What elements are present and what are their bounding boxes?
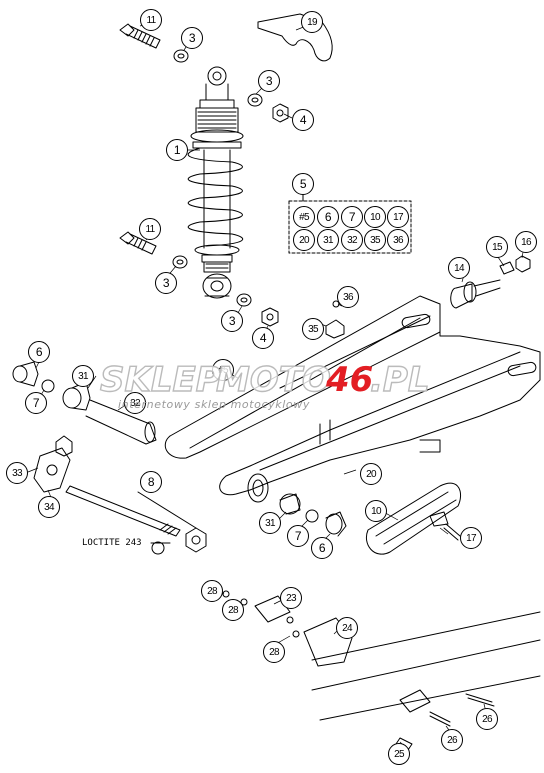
callout-16: 16 xyxy=(515,231,537,253)
callout-19: 19 xyxy=(301,11,323,33)
callout-28-c: 28 xyxy=(263,641,285,663)
callout-3-a: 3 xyxy=(181,27,203,49)
callout-15: 15 xyxy=(486,236,508,258)
kit-item-10: 36 xyxy=(387,229,409,251)
callout-5-hash: #5 xyxy=(212,359,234,381)
callout-8: 8 xyxy=(140,471,162,493)
watermark-brand-c: 46 xyxy=(326,360,374,400)
callout-3-d: 3 xyxy=(221,310,243,332)
kit-item-3: 7 xyxy=(341,206,363,228)
callout-32: 32 xyxy=(124,392,146,414)
callout-31: 31 xyxy=(72,365,94,387)
callout-3-c: 3 xyxy=(155,272,177,294)
callout-17: 17 xyxy=(460,527,482,549)
watermark-brand-d: .PL xyxy=(369,359,430,400)
watermark-logo: SKLEP MOTO 46 .PL internetowy sklep moto… xyxy=(99,359,480,411)
callout-36: 36 xyxy=(337,286,359,308)
callout-23: 23 xyxy=(280,587,302,609)
callout-1: 1 xyxy=(166,139,188,161)
kit-item-4: 10 xyxy=(364,206,386,228)
kit-item-8: 32 xyxy=(341,229,363,251)
lower-bolt xyxy=(119,231,157,255)
callout-33: 33 xyxy=(6,462,28,484)
callout-4-b: 4 xyxy=(252,327,274,349)
callout-3-b: 3 xyxy=(258,70,280,92)
kit-item-7: 31 xyxy=(317,229,339,251)
callout-26-a: 26 xyxy=(476,708,498,730)
kit-item-9: 35 xyxy=(364,229,386,251)
callout-7-a: 7 xyxy=(25,392,47,414)
callout-28-b: 28 xyxy=(222,599,244,621)
shock-absorber xyxy=(187,66,244,299)
callout-10: 10 xyxy=(365,500,387,522)
callout-4-a: 4 xyxy=(292,109,314,131)
callout-24: 24 xyxy=(336,617,358,639)
callout-14: 14 xyxy=(448,257,470,279)
watermark-tagline: internetowy sklep motocyklowy xyxy=(118,398,310,411)
callout-7-b: 7 xyxy=(287,525,309,547)
swingarm xyxy=(164,295,541,503)
watermark-brand-b: MOTO xyxy=(215,359,331,400)
kit-item-6: 20 xyxy=(293,229,315,251)
callout-35: 35 xyxy=(302,318,324,340)
upper-bolt xyxy=(119,23,161,49)
kit-item-5: 17 xyxy=(387,206,409,228)
callout-25: 25 xyxy=(388,743,410,765)
callout-11-top: 11 xyxy=(140,9,162,31)
callout-31-b: 31 xyxy=(259,512,281,534)
callout-6-b: 6 xyxy=(311,537,333,559)
kit-item-1: #5 xyxy=(293,206,315,228)
callout-28-a: 28 xyxy=(201,580,223,602)
callout-20: 20 xyxy=(360,463,382,485)
kit-item-2: 6 xyxy=(317,206,339,228)
callout-5: 5 xyxy=(292,173,314,195)
callout-11-lower: 11 xyxy=(139,218,161,240)
callout-6-a: 6 xyxy=(28,341,50,363)
callout-26-b: 26 xyxy=(441,729,463,751)
loctite-note: LOCTITE 243 xyxy=(82,538,142,548)
watermark-brand-a: SKLEP xyxy=(99,359,221,400)
callout-34: 34 xyxy=(38,496,60,518)
